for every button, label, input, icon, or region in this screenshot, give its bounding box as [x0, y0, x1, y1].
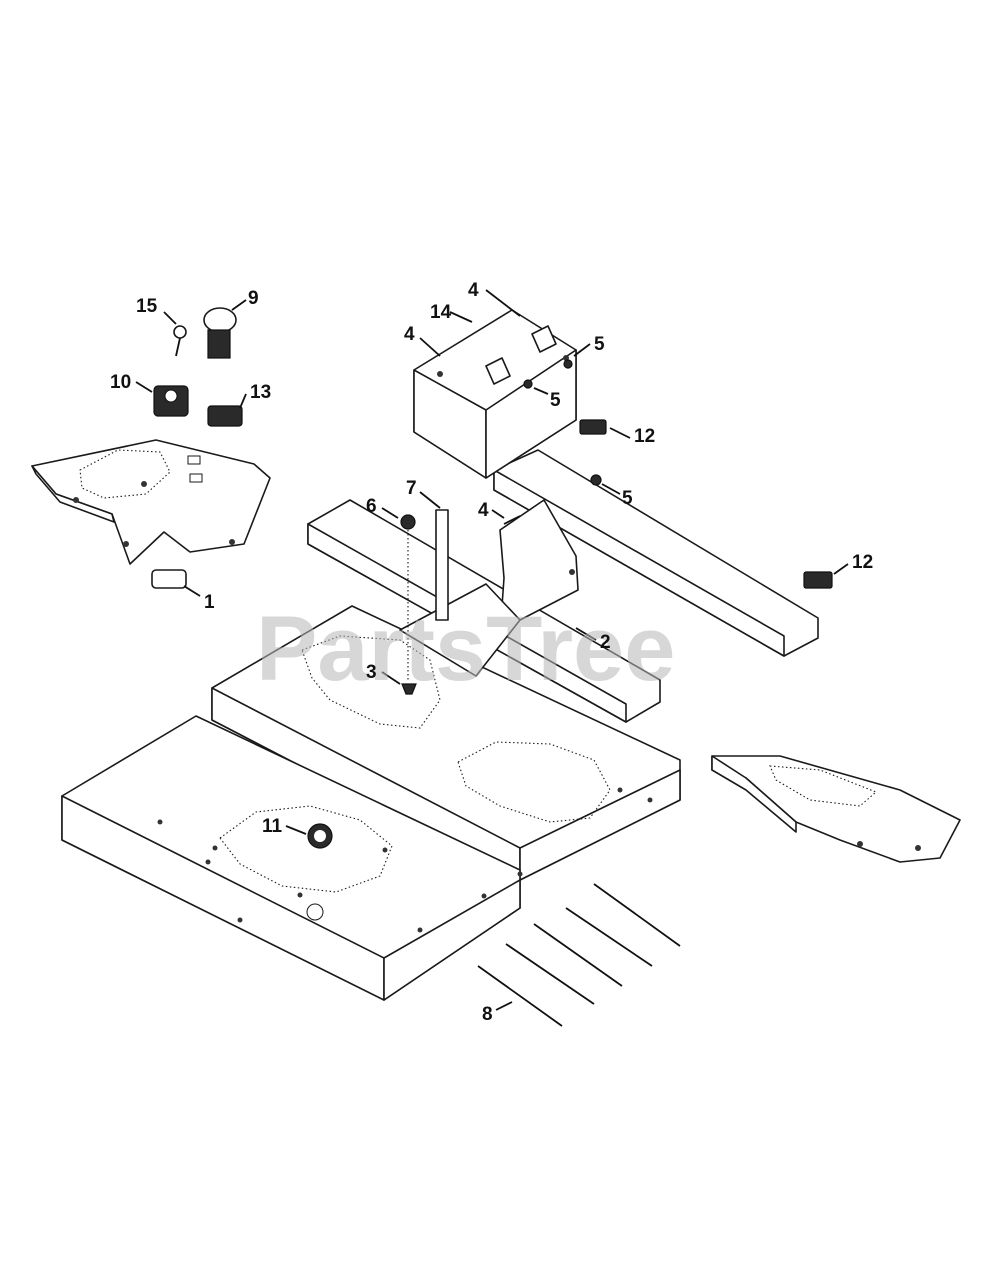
- callout-2: 2: [600, 632, 611, 653]
- left-dash-panel: [31, 439, 271, 565]
- callout-13: 13: [250, 382, 271, 403]
- callout-15: 15: [136, 296, 158, 317]
- callout-10: 10: [110, 372, 131, 393]
- callout-3: 3: [366, 662, 377, 683]
- callout-4-top: 4: [468, 280, 479, 301]
- callout-4-bracket: 4: [478, 500, 489, 521]
- callout-14: 14: [430, 302, 452, 323]
- battery: [413, 309, 577, 479]
- callout-12-right: 12: [852, 552, 873, 573]
- watermark: PartsTree: [256, 598, 675, 700]
- battery-bracket: [399, 499, 579, 677]
- callout-1: 1: [204, 592, 215, 613]
- callout-5-mid: 5: [550, 390, 561, 411]
- callout-7: 7: [406, 478, 417, 499]
- callout-8: 8: [482, 1004, 493, 1025]
- callout-leaders: [135, 289, 849, 1011]
- callout-9: 9: [248, 288, 259, 309]
- callout-6: 6: [366, 496, 377, 517]
- right-bracket: [711, 755, 961, 863]
- rail-bars: [307, 449, 819, 723]
- callout-11: 11: [262, 816, 283, 837]
- callout-4-battery: 4: [404, 324, 415, 345]
- callout-12-top: 12: [634, 426, 655, 447]
- callout-labels: 15 9 10 13 1 4 14 4 5 5 12 5 7 6 4 12 2 …: [110, 280, 873, 1025]
- callout-5-low: 5: [622, 488, 633, 509]
- callout-5-top: 5: [594, 334, 605, 355]
- frame-plate: [61, 605, 681, 1001]
- hardware: [151, 307, 833, 1027]
